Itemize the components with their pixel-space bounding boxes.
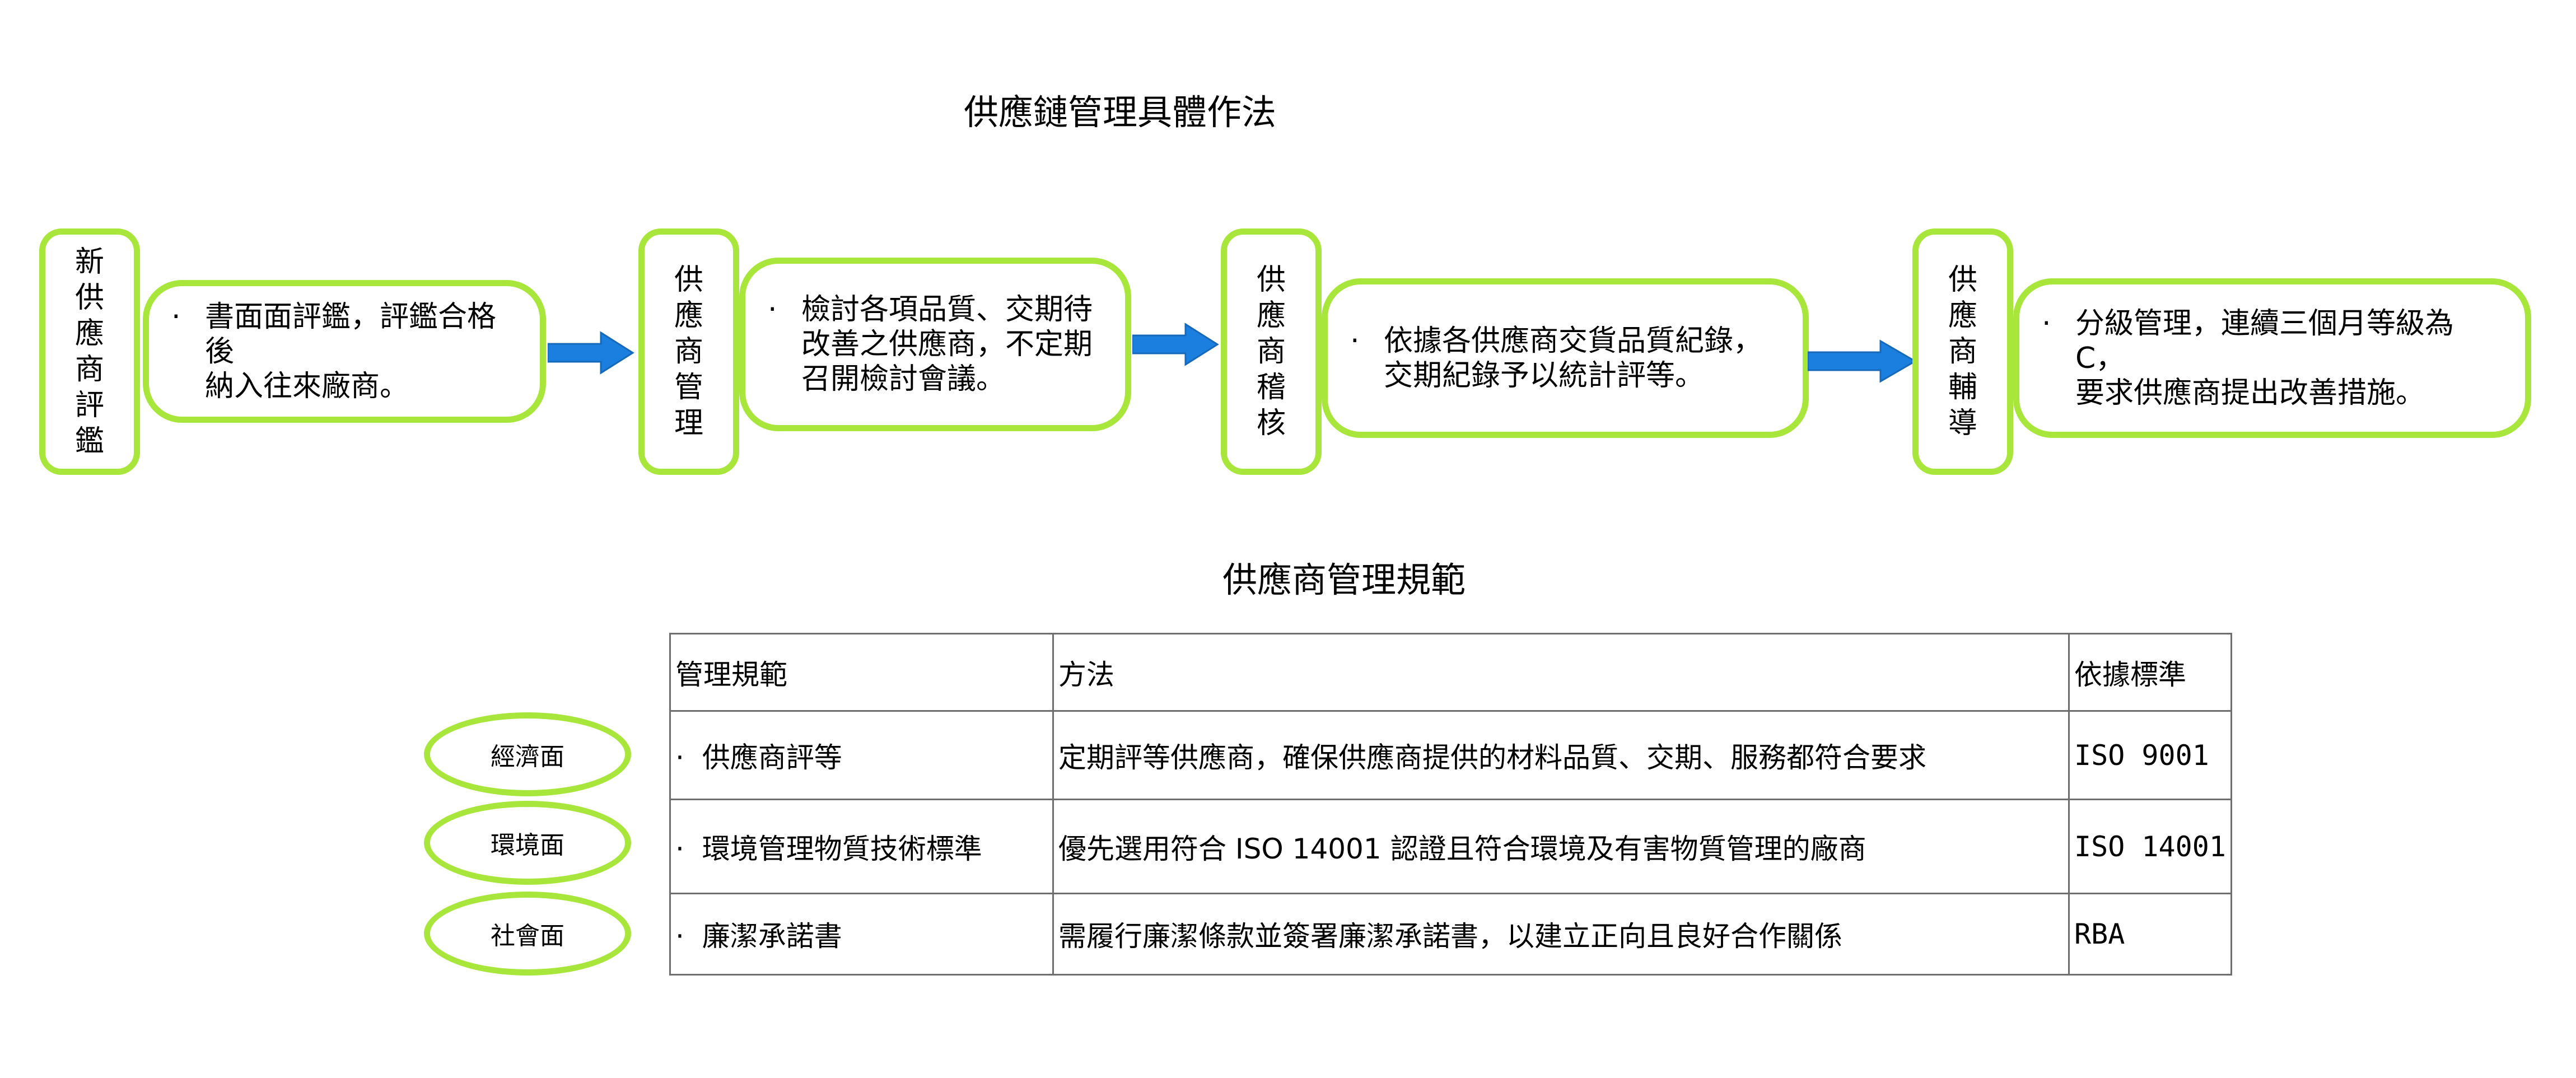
spec-cell: 供應商評等 <box>702 741 842 774</box>
method-cell: 定期評等供應商，確保供應商提供的材料品質、交期、服務都符合要求 <box>1052 710 2070 800</box>
bullet: · <box>675 920 684 953</box>
bullet: · <box>675 741 684 774</box>
step-desc-line: 書面面評鑑，評鑑合格後 <box>205 300 497 368</box>
bullet: · <box>171 300 181 334</box>
step-label: 供應商管理 <box>674 263 703 440</box>
aspect-label: 經濟面 <box>491 743 564 771</box>
arrow-right-icon <box>548 331 634 375</box>
step-label: 供應商稽核 <box>1256 263 1286 440</box>
method-cell: 需履行廉潔條款並簽署廉潔承諾書，以建立正向且良好合作關係 <box>1052 893 2070 976</box>
step-desc-line: 納入往來廠商。 <box>205 369 409 403</box>
step-label-box-new-supplier: 新供應商評鑑 <box>39 228 140 475</box>
arrow-right-icon <box>1132 323 1219 366</box>
spec-cell: 廉潔承諾書 <box>702 920 842 953</box>
table-row: · 供應商評等 定期評等供應商，確保供應商提供的材料品質、交期、服務都符合要求 … <box>669 710 2232 800</box>
step-label-box-supplier-audit: 供應商稽核 <box>1221 228 1322 475</box>
spec-cell: 環境管理物質技術標準 <box>702 832 982 865</box>
aspect-oval-environmental: 環境面 <box>424 801 631 885</box>
table-row: · 廉潔承諾書 需履行廉潔條款並簽署廉潔承諾書，以建立正向且良好合作關係 RBA <box>669 893 2232 976</box>
method-cell: 優先選用符合 ISO 14001 認證且符合環境及有害物質管理的廠商 <box>1052 799 2070 894</box>
supplier-spec-table: 管理規範 方法 依據標準 · 供應商評等 定期評等供應商，確保供應商提供的材料品… <box>669 633 2232 976</box>
aspect-label: 社會面 <box>491 922 564 950</box>
flow-title: 供應鏈管理具體作法 <box>963 92 1276 133</box>
aspect-oval-social: 社會面 <box>424 892 631 976</box>
step-label-box-supplier-coaching: 供應商輔導 <box>1912 228 2013 475</box>
step-desc-box-new-supplier: · 書面面評鑑，評鑑合格後 納入往來廠商。 <box>143 280 546 423</box>
standard-cell: ISO 14001 <box>2068 799 2232 894</box>
table-row: · 環境管理物質技術標準 優先選用符合 ISO 14001 認證且符合環境及有害… <box>669 799 2232 894</box>
step-desc-line: 要求供應商提出改善措施。 <box>2075 376 2425 410</box>
bullet: · <box>675 832 684 865</box>
step-desc-line: 召開檢討會議。 <box>801 362 1006 396</box>
step-label: 新供應商評鑑 <box>74 245 104 458</box>
bullet: · <box>2042 306 2051 340</box>
header-spec: 管理規範 <box>669 633 1054 712</box>
table-header-row: 管理規範 方法 依據標準 <box>669 633 2232 712</box>
bullet: · <box>768 293 777 326</box>
step-desc-line: 交期紀錄予以統計評等。 <box>1384 358 1705 393</box>
bullet: · <box>1350 324 1360 358</box>
step-label: 供應商輔導 <box>1948 263 1977 440</box>
standard-cell: ISO 9001 <box>2068 710 2232 800</box>
step-desc-box-supplier-coaching: · 分級管理，連續三個月等級為C， 要求供應商提出改善措施。 <box>2013 278 2531 438</box>
standard-cell: RBA <box>2068 893 2232 976</box>
step-desc-box-supplier-audit: · 依據各供應商交貨品質紀錄， 交期紀錄予以統計評等。 <box>1322 278 1809 438</box>
table-title: 供應商管理規範 <box>1222 559 1466 600</box>
aspect-oval-economic: 經濟面 <box>424 712 631 796</box>
step-desc-line: 依據各供應商交貨品質紀錄， <box>1384 324 1763 358</box>
arrow-right-icon <box>1808 339 1917 383</box>
step-desc-line: 檢討各項品質、交期待 <box>801 293 1093 326</box>
header-standard: 依據標準 <box>2068 633 2232 712</box>
aspect-label: 環境面 <box>491 831 564 860</box>
step-desc-line: 分級管理，連續三個月等級為C， <box>2075 306 2454 375</box>
step-desc-box-supplier-management: · 檢討各項品質、交期待 改善之供應商，不定期 召開檢討會議。 <box>739 258 1131 431</box>
step-label-box-supplier-management: 供應商管理 <box>638 228 739 475</box>
step-desc-line: 改善之供應商，不定期 <box>801 328 1093 361</box>
header-method: 方法 <box>1052 633 2070 712</box>
